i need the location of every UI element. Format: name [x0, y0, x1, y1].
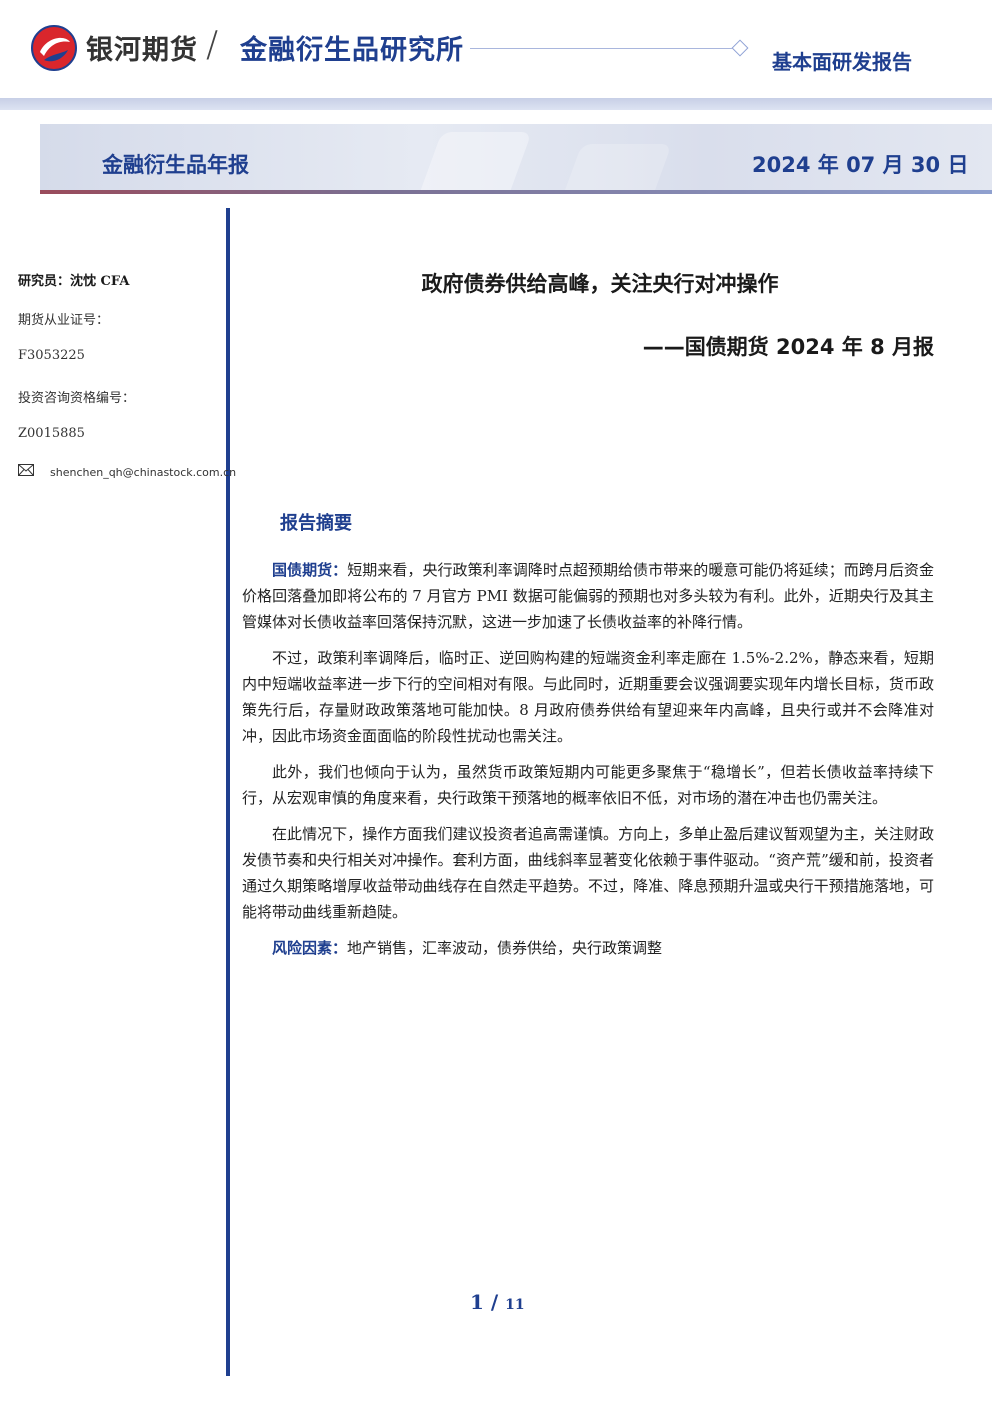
header-slash: / — [206, 24, 219, 65]
risk-label: 风险因素： — [272, 939, 348, 957]
report-subtitle: ——国债期货 2024 年 8 月报 — [642, 335, 934, 359]
risk-paragraph: 风险因素：地产销售，汇率波动，债券供给，央行政策调整 — [242, 935, 934, 961]
paragraph-text: 此外，我们也倾向于认为，虽然货币政策短期内可能更多聚焦于“稳增长”，但若长债收益… — [242, 763, 934, 807]
banner-underline — [40, 190, 992, 194]
vertical-divider — [226, 208, 230, 1376]
report-banner — [40, 124, 992, 192]
summary-paragraph: 此外，我们也倾向于认为，虽然货币政策短期内可能更多聚焦于“稳增长”，但若长债收益… — [242, 759, 934, 811]
paragraph-text: 在此情况下，操作方面我们建议投资者追高需谨慎。方向上，多单止盈后建议暂观望为主，… — [242, 825, 934, 921]
paragraph-text: 不过，政策利率调降后，临时正、逆回购构建的短端资金利率走廊在 1.5%-2.2%… — [242, 649, 934, 745]
report-date: 2024 年 07 月 30 日 — [752, 153, 969, 177]
page-total: 11 — [505, 1297, 525, 1313]
risk-text: 地产销售，汇率波动，债券供给，央行政策调整 — [347, 939, 663, 957]
banner-title: 金融衍生品年报 — [102, 153, 249, 177]
brand-name: 银河期货 — [86, 35, 198, 66]
header-band — [0, 98, 992, 110]
consult-cert-label: 投资咨询资格编号： — [18, 391, 136, 406]
futures-cert-number: F3053225 — [18, 348, 85, 363]
mail-icon — [18, 464, 34, 476]
report-title: 政府债券供给高峰，关注央行对冲操作 — [421, 272, 779, 296]
futures-cert-label: 期货从业证号： — [18, 313, 110, 328]
page-separator: / — [483, 1290, 506, 1314]
page-number: 1 / 11 — [470, 1290, 525, 1314]
consult-cert-number: Z0015885 — [18, 426, 85, 441]
bond-futures-label: 国债期货： — [272, 561, 348, 579]
banner-decoration — [538, 144, 672, 192]
page-current: 1 — [470, 1290, 484, 1314]
summary-body: 国债期货：短期来看，央行政策利率调降时点超预期给债市带来的暖意可能仍将延续；而跨… — [242, 557, 934, 971]
report-type: 基本面研发报告 — [772, 50, 912, 74]
analyst-name: 研究员：沈忱 CFA — [18, 274, 130, 289]
summary-paragraph: 在此情况下，操作方面我们建议投资者追高需谨慎。方向上，多单止盈后建议暂观望为主，… — [242, 821, 934, 925]
page-header: 银河期货 / 金融衍生品研究所 基本面研发报告 — [0, 0, 992, 98]
banner-decoration — [398, 132, 532, 192]
section-heading: 报告摘要 — [280, 513, 352, 534]
paragraph-text: 短期来看，央行政策利率调降时点超预期给债市带来的暖意可能仍将延续；而跨月后资金价… — [242, 561, 934, 631]
header-divider — [470, 48, 732, 49]
summary-paragraph: 不过，政策利率调降后，临时正、逆回购构建的短端资金利率走廊在 1.5%-2.2%… — [242, 645, 934, 749]
analyst-email[interactable]: shenchen_qh@chinastock.com.cn — [50, 466, 237, 479]
logo-icon — [31, 25, 77, 71]
institute-name: 金融衍生品研究所 — [240, 35, 464, 66]
summary-paragraph: 国债期货：短期来看，央行政策利率调降时点超预期给债市带来的暖意可能仍将延续；而跨… — [242, 557, 934, 635]
diamond-icon — [731, 39, 749, 57]
